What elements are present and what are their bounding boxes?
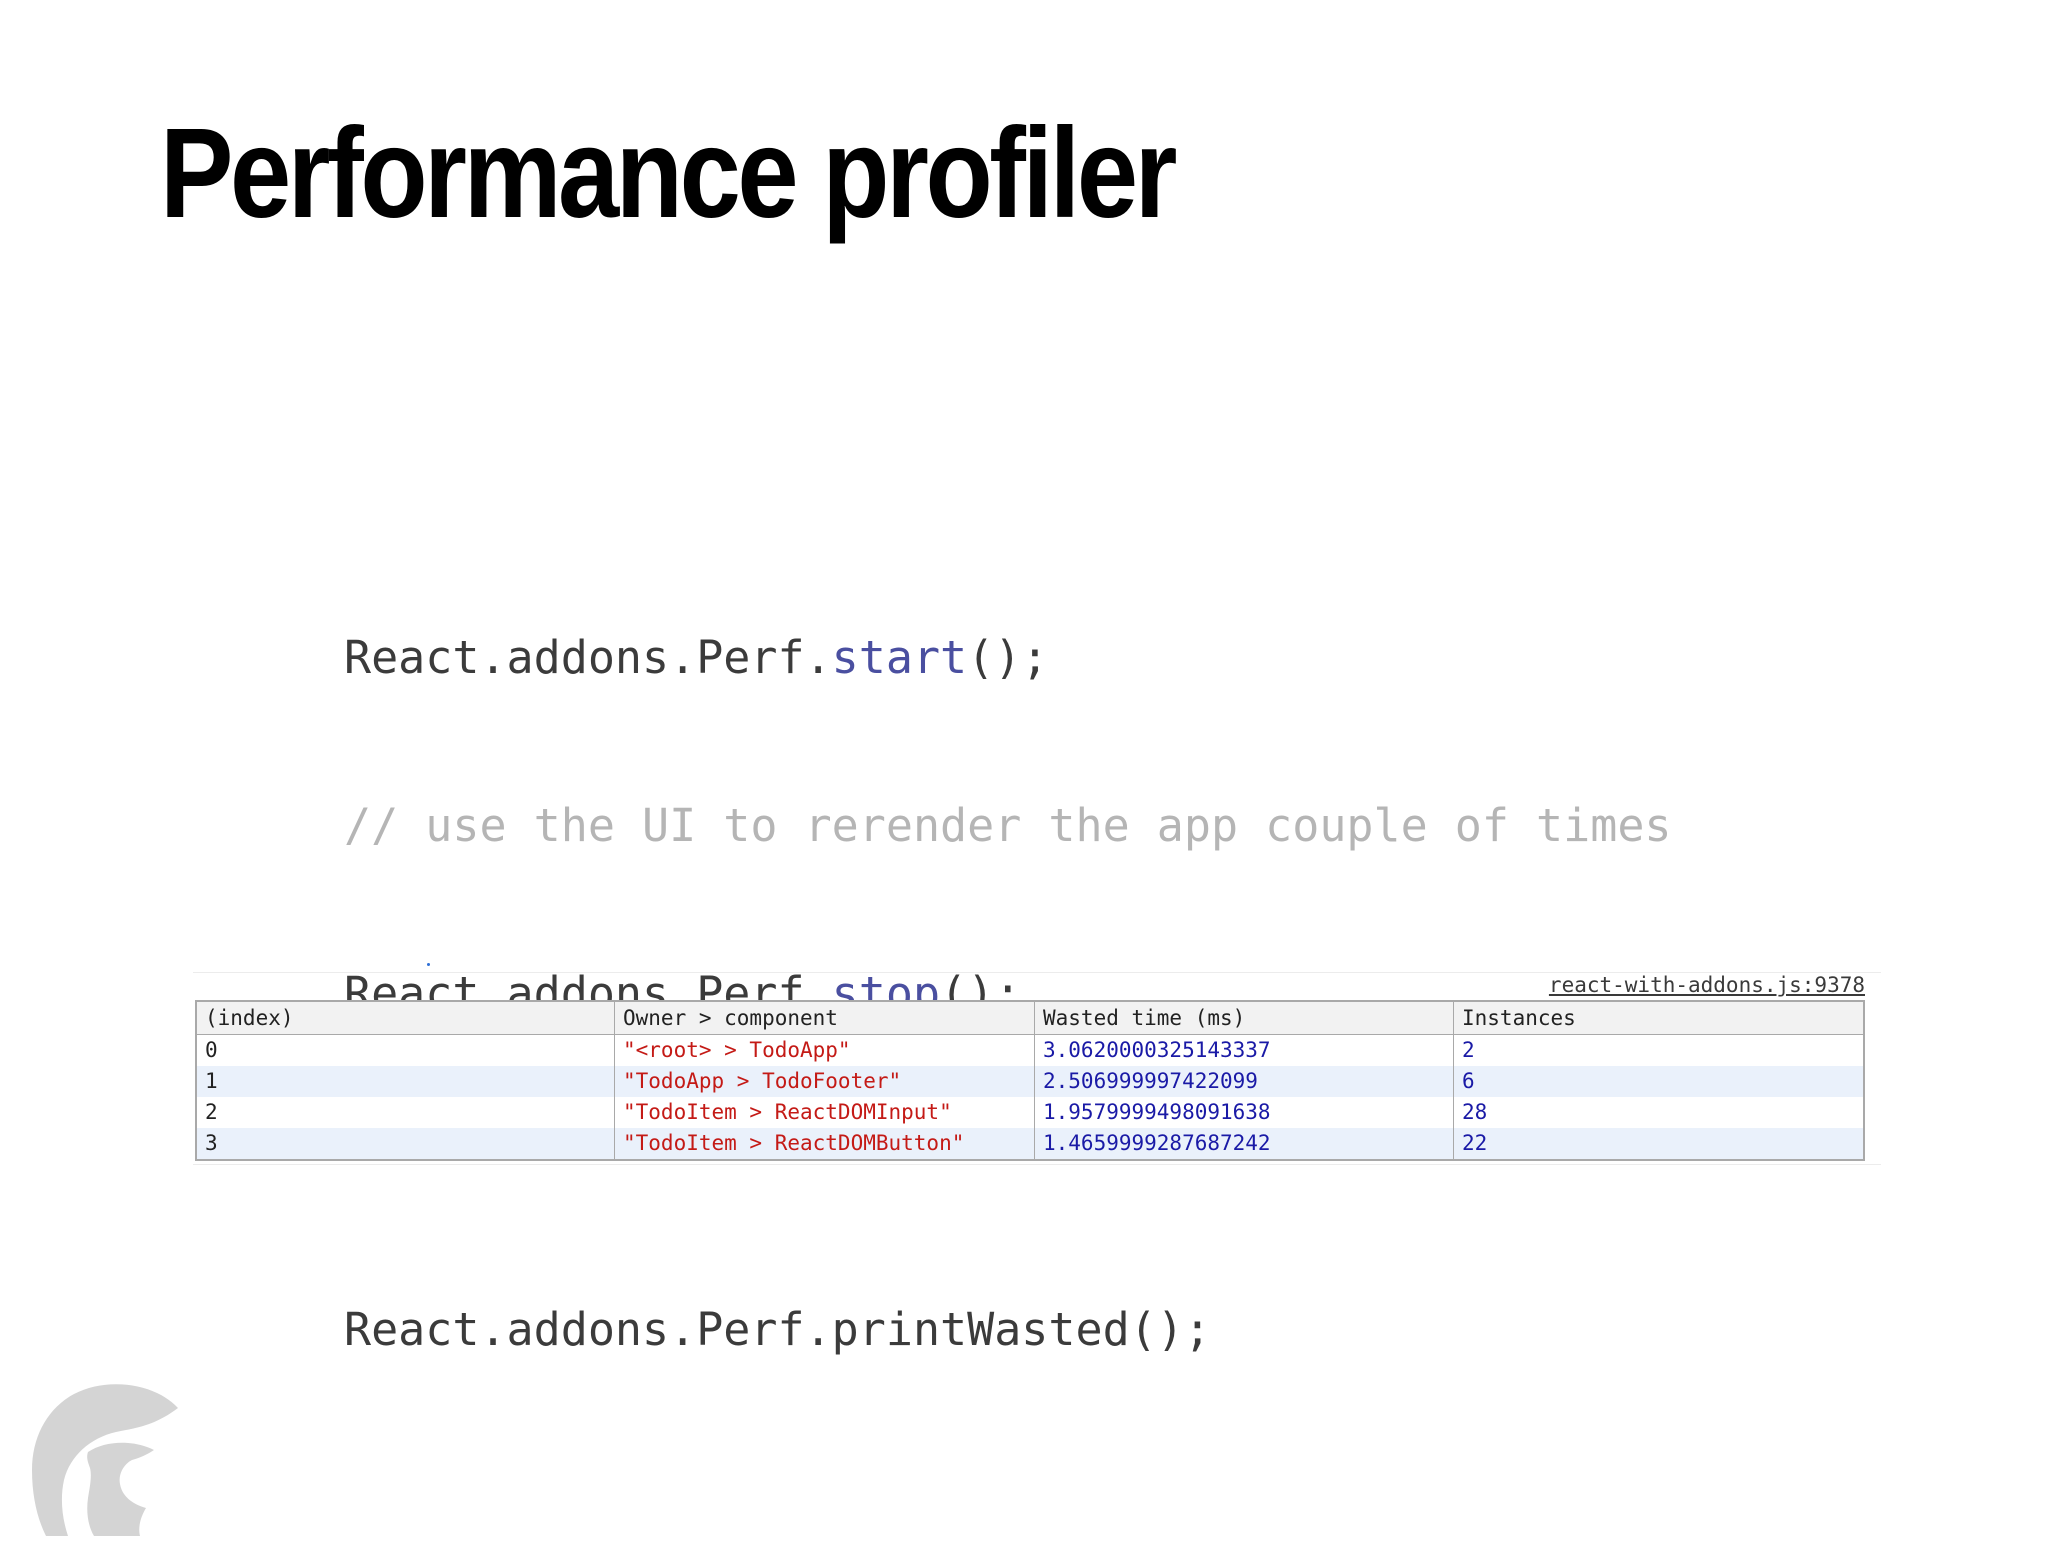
cell-wasted-time: 1.4659999287687242 — [1034, 1128, 1454, 1160]
spartan-helmet-logo-icon — [28, 1380, 182, 1536]
source-file-link[interactable]: react-with-addons.js:9378 — [1548, 973, 1865, 997]
cell-owner-component: "<root> > TodoApp" — [614, 1034, 1035, 1066]
cell-wasted-time: 3.0620000325143337 — [1034, 1034, 1454, 1066]
cell-instances: 2 — [1453, 1034, 1864, 1066]
column-header-wasted-time[interactable]: Wasted time (ms) — [1034, 1001, 1454, 1035]
cell-wasted-time: 2.506999997422099 — [1034, 1066, 1454, 1097]
cell-instances: 6 — [1453, 1066, 1864, 1097]
column-header-index[interactable]: (index) — [205, 1006, 294, 1030]
cell-instances: 22 — [1453, 1128, 1864, 1160]
code-line-print-wasted: React.addons.Perf.printWasted(); — [344, 1303, 1211, 1356]
console-divider — [193, 972, 1881, 973]
table-row: 0 "<root> > TodoApp" 3.0620000325143337 … — [196, 1034, 1864, 1066]
code-line-stop: React.addons.Perf.stop(); — [344, 966, 1672, 1022]
slide-title: Performance profiler — [160, 102, 1177, 245]
cell-instances: 28 — [1453, 1097, 1864, 1128]
console-divider — [193, 1164, 1881, 1165]
table-row: 1 "TodoApp > TodoFooter" 2.5069999974220… — [196, 1066, 1864, 1097]
console-marker-dot — [427, 963, 430, 966]
cell-index: 0 — [205, 1038, 218, 1062]
cell-owner-component: "TodoItem > ReactDOMInput" — [614, 1097, 1035, 1128]
code-line-start: React.addons.Perf.start(); — [344, 630, 1672, 686]
console-output: react-with-addons.js:9378 (index) Owner … — [193, 963, 1881, 1166]
cell-owner-component: "TodoItem > ReactDOMButton" — [614, 1128, 1035, 1160]
code-text: (); — [967, 631, 1049, 684]
cell-index: 1 — [205, 1069, 218, 1093]
column-header-instances[interactable]: Instances — [1453, 1001, 1864, 1035]
wasted-time-table: (index) Owner > component Wasted time (m… — [195, 1000, 1865, 1161]
cell-wasted-time: 1.9579999498091638 — [1034, 1097, 1454, 1128]
cell-owner-component: "TodoApp > TodoFooter" — [614, 1066, 1035, 1097]
cell-index: 3 — [205, 1131, 218, 1155]
table-row: 2 "TodoItem > ReactDOMInput" 1.957999949… — [196, 1097, 1864, 1128]
code-text: React.addons.Perf. — [344, 631, 832, 684]
code-comment: // use the UI to rerender the app couple… — [344, 799, 1672, 852]
table-row: 3 "TodoItem > ReactDOMButton" 1.46599992… — [196, 1128, 1864, 1160]
column-header-owner-component[interactable]: Owner > component — [614, 1001, 1035, 1035]
table-header-row: (index) Owner > component Wasted time (m… — [196, 1001, 1864, 1035]
cell-index: 2 — [205, 1100, 218, 1124]
code-snippet: React.addons.Perf.start(); // use the UI… — [344, 518, 1672, 1414]
code-function-start: start — [831, 631, 968, 684]
